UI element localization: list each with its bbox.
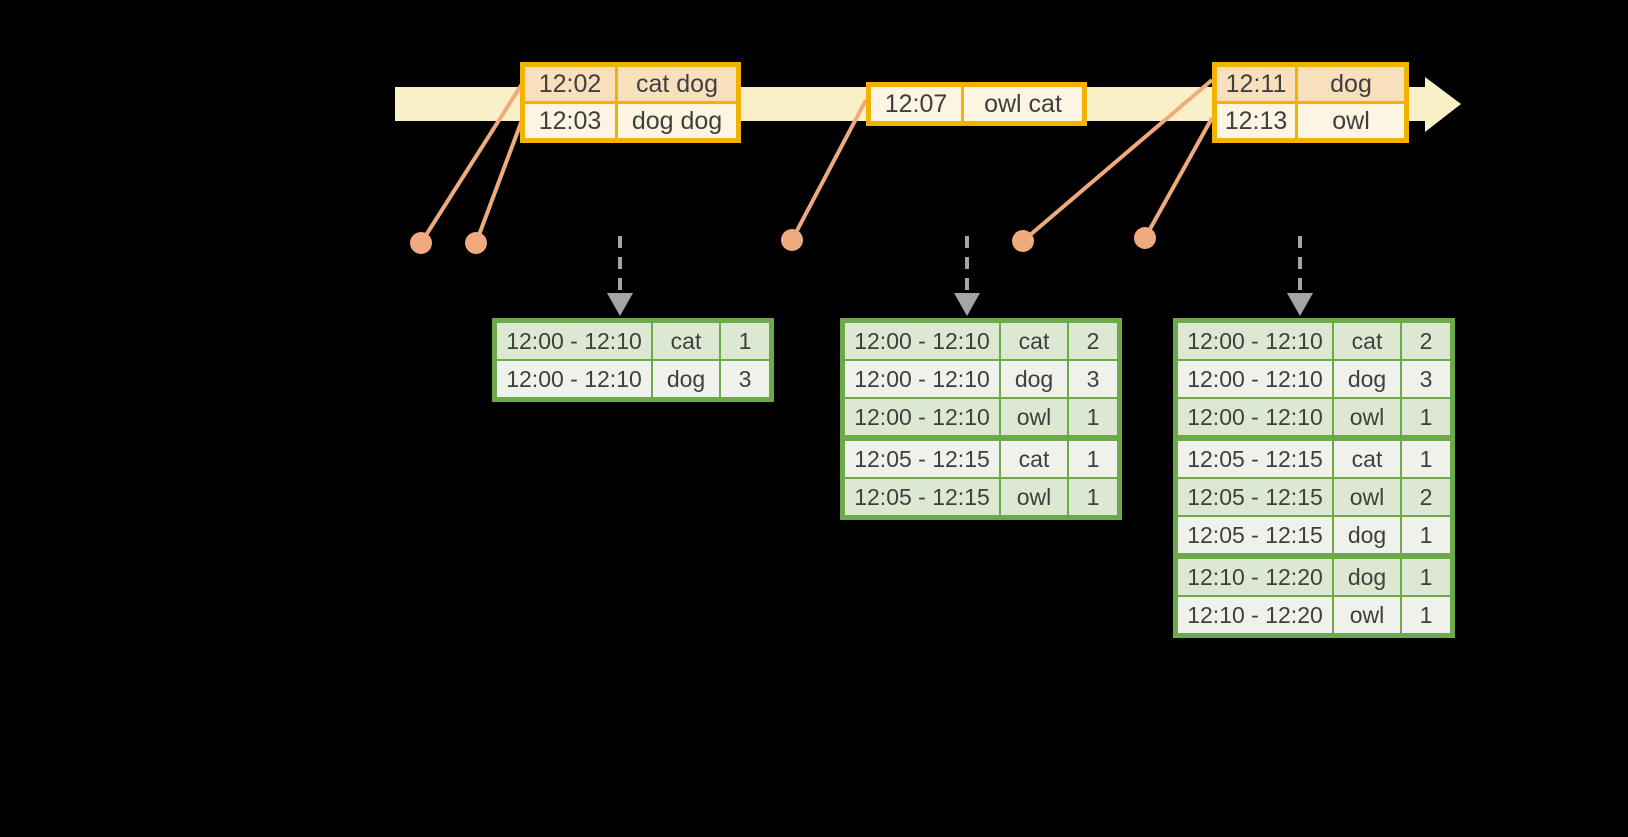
table-row: 12:05 - 12:15 owl 1 [841,477,1121,519]
window-cell: 12:10 - 12:20 [1174,553,1334,597]
table-row: 12:05 - 12:15 cat 1 [1174,435,1454,479]
event-words-cell: owl [1298,104,1404,138]
window-cell: 12:00 - 12:10 [841,359,1001,399]
count-cell: 1 [1400,397,1454,439]
window-cell: 12:00 - 12:10 [841,397,1001,439]
table-row: 12:05 - 12:15 dog 1 [1174,515,1454,557]
count-cell: 1 [1400,595,1454,637]
count-cell: 1 [1067,477,1121,519]
word-cell: dog [1332,553,1402,597]
connector-line [474,119,524,244]
word-cell: owl [1332,477,1402,517]
count-cell: 3 [1400,359,1454,399]
word-cell: cat [1332,435,1402,479]
event-dot-icon [1134,227,1156,249]
table-row: 12:13 owl [1217,104,1404,138]
word-cell: owl [999,397,1069,439]
count-cell: 2 [1067,319,1121,361]
table-row: 12:10 - 12:20 dog 1 [1174,553,1454,597]
count-cell: 1 [1067,397,1121,439]
table-row: 12:00 - 12:10 cat 2 [1174,319,1454,361]
event-words-cell: cat dog [618,67,736,101]
count-cell: 1 [1400,435,1454,479]
event-time-cell: 12:07 [871,87,961,121]
result-counts-table-1: 12:00 - 12:10 cat 1 12:00 - 12:10 dog 3 [492,318,774,402]
table-row: 12:00 - 12:10 owl 1 [1174,397,1454,439]
table-row: 12:00 - 12:10 cat 1 [493,319,773,361]
connector-line [790,99,868,241]
trigger-arrowhead-icon [607,293,633,316]
event-dots [410,227,1156,254]
word-cell: cat [999,319,1069,361]
event-batch-table-3: 12:11 dog 12:13 owl [1212,62,1409,143]
count-cell: 3 [719,359,773,401]
count-cell: 1 [1400,553,1454,597]
event-time-cell: 12:03 [525,104,615,138]
table-row: 12:00 - 12:10 dog 3 [841,359,1121,399]
event-dot-icon [1012,230,1034,252]
event-dot-icon [410,232,432,254]
count-cell: 1 [1067,435,1121,479]
connector-line [419,82,524,245]
table-row: 12:00 - 12:10 owl 1 [841,397,1121,439]
word-cell: owl [1332,595,1402,637]
word-cell: owl [999,477,1069,519]
event-time-cell: 12:02 [525,67,615,101]
event-dot-icon [465,232,487,254]
window-cell: 12:05 - 12:15 [1174,477,1334,517]
count-cell: 2 [1400,319,1454,361]
count-cell: 3 [1067,359,1121,399]
timeline-arrowhead-icon [1425,77,1461,132]
word-cell: cat [999,435,1069,479]
event-words-cell: owl cat [964,87,1082,121]
table-row: 12:05 - 12:15 owl 2 [1174,477,1454,517]
window-cell: 12:10 - 12:20 [1174,595,1334,637]
trigger-arrowhead-icon [1287,293,1313,316]
table-row: 12:03 dog dog [525,104,736,138]
table-row: 12:07 owl cat [871,87,1082,121]
connector-line [1143,117,1214,239]
count-cell: 2 [1400,477,1454,517]
count-cell: 1 [1400,515,1454,557]
connector-line [1021,78,1214,243]
event-dot-icon [781,229,803,251]
window-cell: 12:05 - 12:15 [1174,515,1334,557]
result-counts-table-2: 12:00 - 12:10 cat 2 12:00 - 12:10 dog 3 … [840,318,1122,520]
table-row: 12:00 - 12:10 dog 3 [493,359,773,401]
event-time-cell: 12:13 [1217,104,1295,138]
trigger-arrowhead-icon [954,293,980,316]
event-words-cell: dog [1298,67,1404,101]
count-cell: 1 [719,319,773,361]
word-cell: dog [1332,359,1402,399]
event-words-cell: dog dog [618,104,736,138]
word-cell: dog [651,359,721,401]
trigger-arrows [607,236,1313,316]
word-cell: cat [651,319,721,361]
window-cell: 12:00 - 12:10 [1174,397,1334,439]
event-batch-table-1: 12:02 cat dog 12:03 dog dog [520,62,741,143]
window-cell: 12:00 - 12:10 [841,319,1001,361]
result-counts-table-3: 12:00 - 12:10 cat 2 12:00 - 12:10 dog 3 … [1173,318,1455,638]
event-batch-table-2: 12:07 owl cat [866,82,1087,126]
window-cell: 12:05 - 12:15 [1174,435,1334,479]
window-cell: 12:05 - 12:15 [841,477,1001,519]
window-cell: 12:05 - 12:15 [841,435,1001,479]
window-cell: 12:00 - 12:10 [1174,359,1334,399]
event-time-cell: 12:11 [1217,67,1295,101]
table-row: 12:11 dog [1217,67,1404,101]
window-cell: 12:00 - 12:10 [493,359,653,401]
table-row: 12:05 - 12:15 cat 1 [841,435,1121,479]
table-row: 12:00 - 12:10 dog 3 [1174,359,1454,399]
word-cell: dog [999,359,1069,399]
word-cell: dog [1332,515,1402,557]
table-row: 12:10 - 12:20 owl 1 [1174,595,1454,637]
window-cell: 12:00 - 12:10 [493,319,653,361]
window-cell: 12:00 - 12:10 [1174,319,1334,361]
table-row: 12:00 - 12:10 cat 2 [841,319,1121,361]
word-cell: owl [1332,397,1402,439]
event-connector-lines [419,78,1214,245]
table-row: 12:02 cat dog [525,67,736,101]
word-cell: cat [1332,319,1402,361]
